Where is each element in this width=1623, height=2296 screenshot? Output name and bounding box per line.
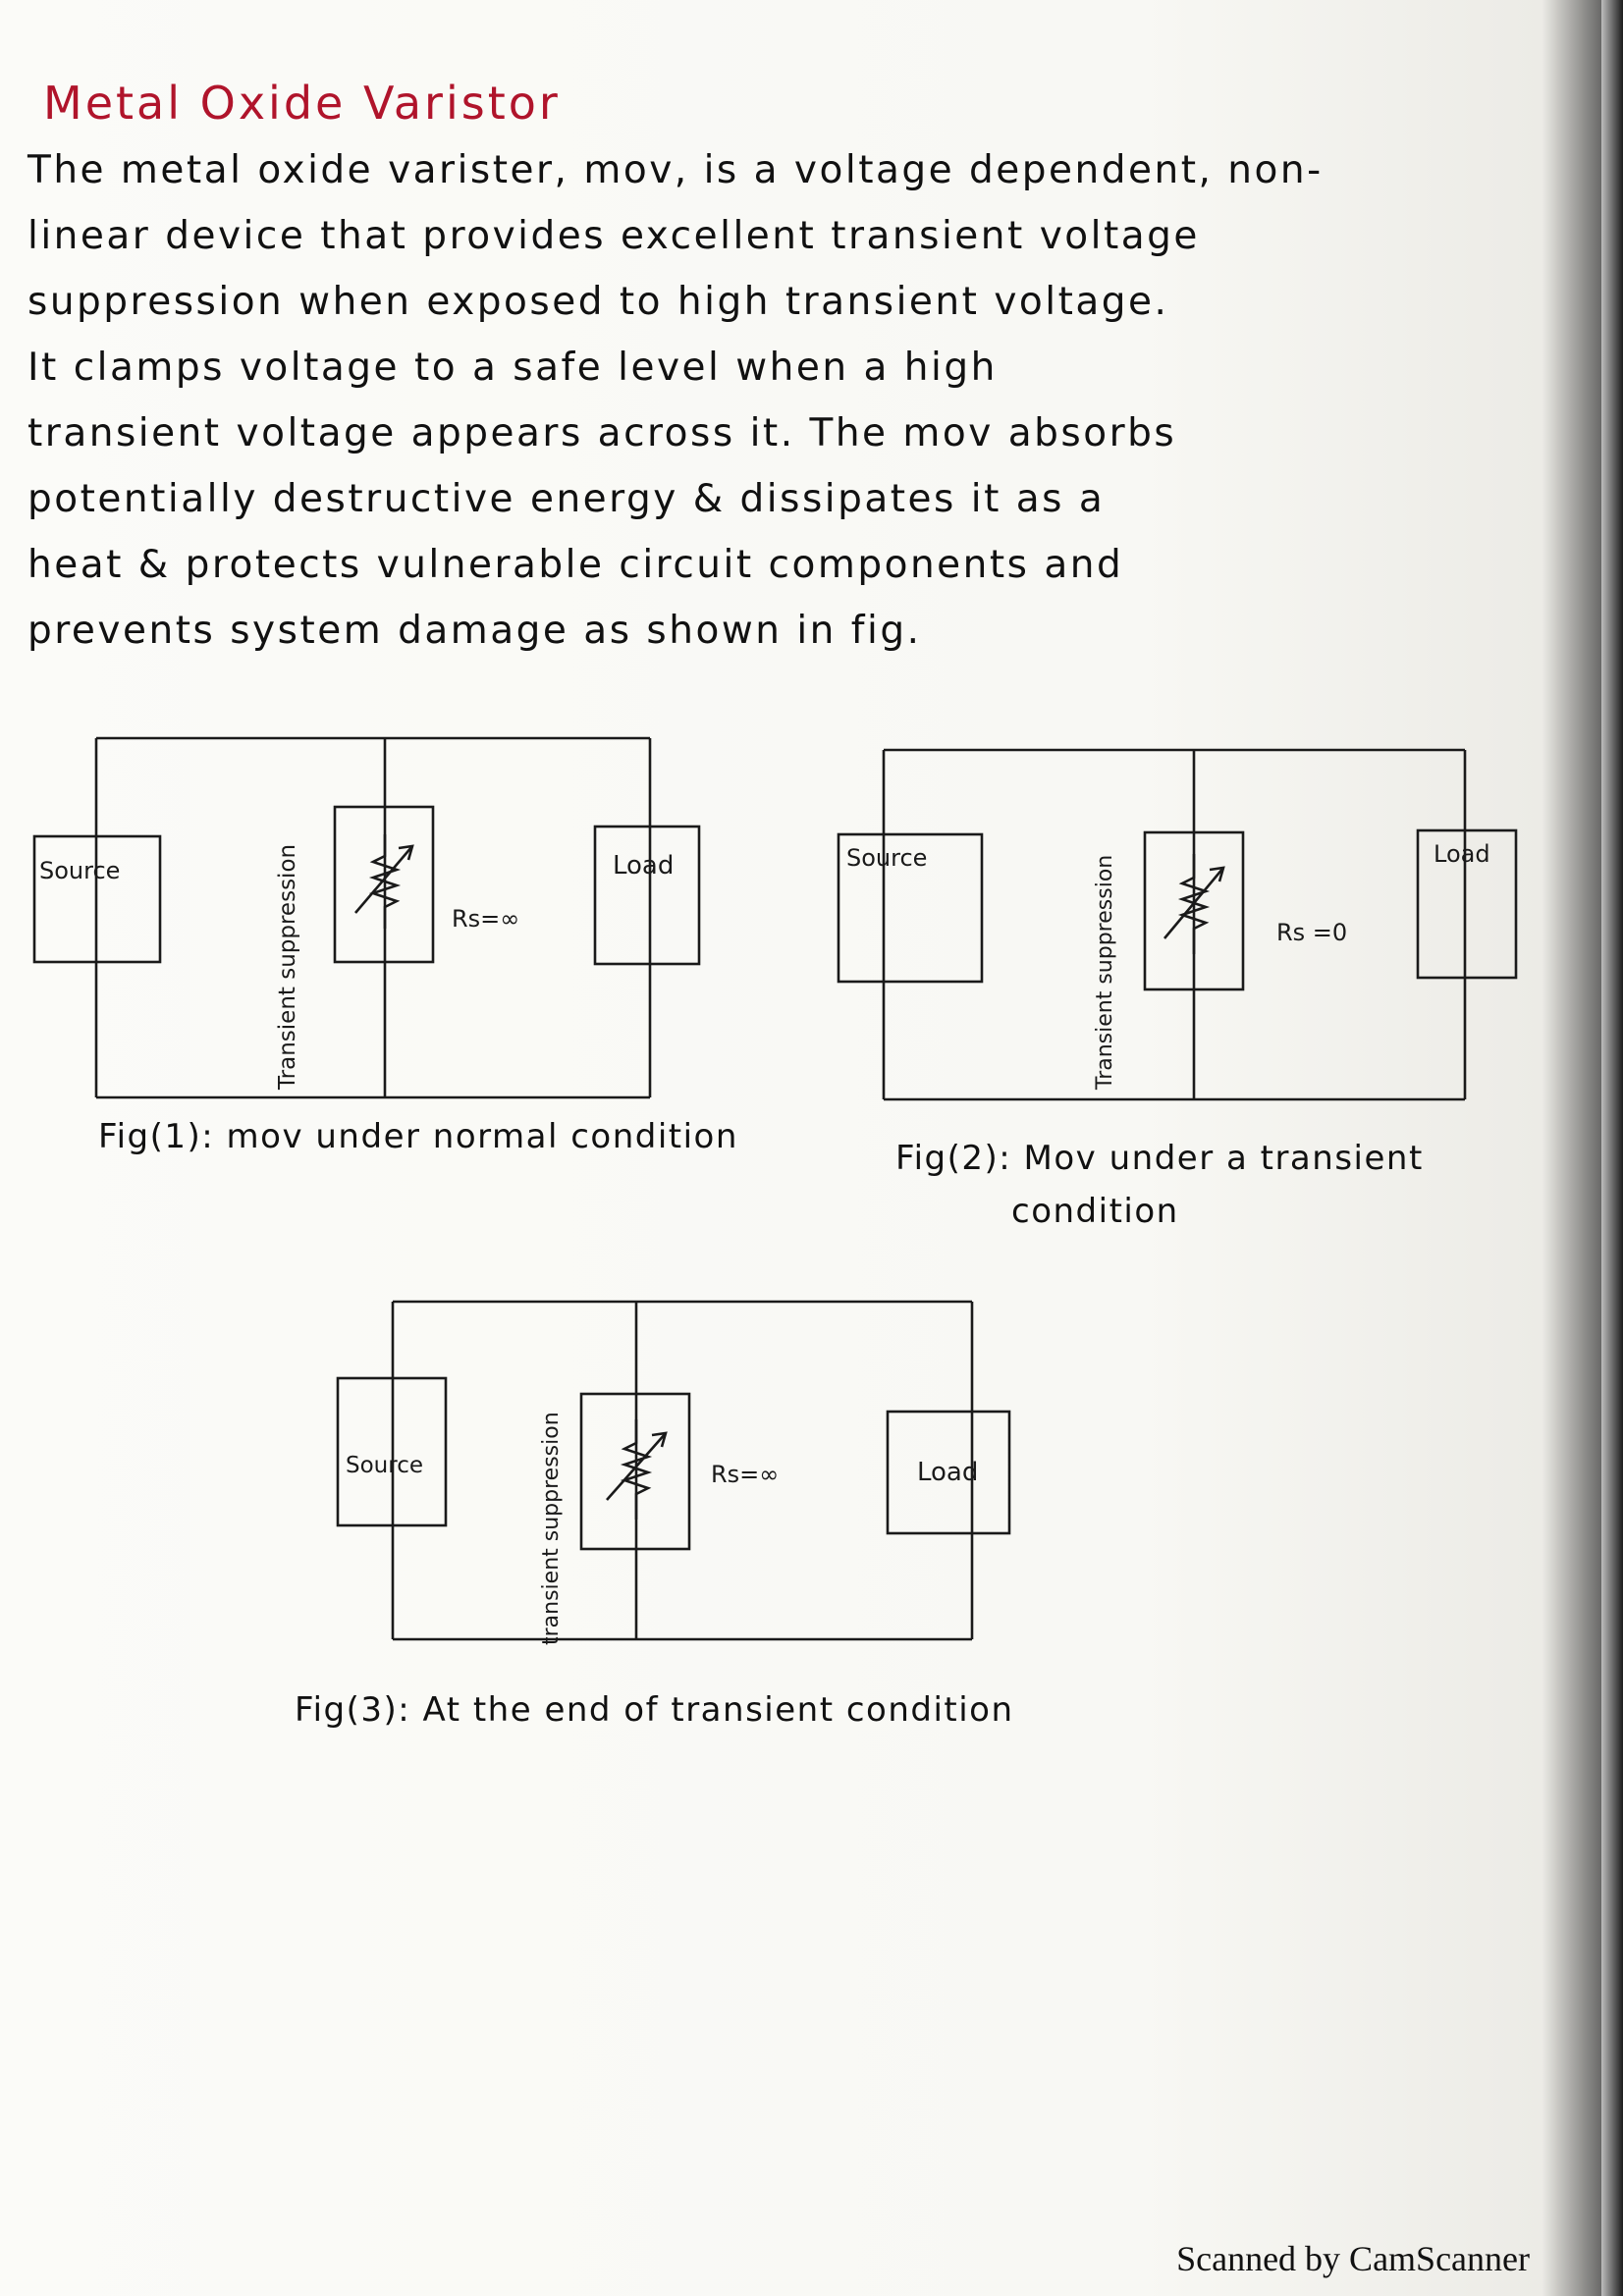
body-paragraph: The metal oxide varister, mov, is a volt… bbox=[27, 137, 1540, 664]
mov-box bbox=[1143, 830, 1245, 991]
rs-label: Rs=∞ bbox=[711, 1461, 779, 1488]
body-line: transient voltage appears across it. The… bbox=[27, 411, 1177, 455]
varistor-arrow-head bbox=[1209, 866, 1225, 882]
side-label: transient suppression bbox=[539, 1412, 564, 1645]
source-box bbox=[837, 832, 984, 984]
figure-1-caption: Fig(1): mov under normal condition bbox=[98, 1117, 738, 1156]
body-line: potentially destructive energy & dissipa… bbox=[27, 477, 1106, 521]
source-box bbox=[32, 834, 162, 964]
rs-label: Rs =0 bbox=[1276, 919, 1347, 946]
varistor-arrow bbox=[606, 1432, 667, 1501]
source-label: Source bbox=[846, 844, 927, 872]
side-label: Transient suppression bbox=[275, 844, 300, 1091]
scanner-watermark: Scanned by CamScanner bbox=[1176, 2239, 1530, 2278]
varistor-symbol bbox=[620, 1419, 653, 1520]
figure-2-circuit: Source Load Rs =0 Transient suppression bbox=[837, 748, 1518, 1101]
varistor-arrow-head bbox=[398, 844, 414, 861]
body-line: The metal oxide varister, mov, is a volt… bbox=[27, 148, 1324, 192]
figure-3-caption: Fig(3): At the end of transient conditio… bbox=[295, 1690, 1014, 1730]
source-label: Source bbox=[39, 857, 120, 884]
body-line: suppression when exposed to high transie… bbox=[27, 280, 1169, 324]
source-box bbox=[336, 1376, 448, 1527]
figure-1-circuit: Source Load Rs=∞ Transient suppression bbox=[32, 736, 701, 1099]
load-box bbox=[1416, 828, 1518, 980]
mov-box bbox=[333, 805, 435, 964]
figure-2-caption-line-2: condition bbox=[1011, 1192, 1179, 1231]
body-line: prevents system damage as shown in fig. bbox=[27, 609, 922, 653]
body-line: linear device that provides excellent tr… bbox=[27, 214, 1200, 258]
page-edge-shadow bbox=[1601, 0, 1623, 2296]
figure-3-circuit: Source Load Rs=∞ transient suppression bbox=[336, 1300, 1011, 1645]
body-line: It clamps voltage to a safe level when a… bbox=[27, 346, 998, 390]
page-title: Metal Oxide Varistor bbox=[43, 77, 561, 130]
varistor-symbol bbox=[368, 834, 402, 929]
source-label: Source bbox=[346, 1453, 423, 1478]
load-box bbox=[886, 1410, 1011, 1535]
figure-2-caption-line-1: Fig(2): Mov under a transient bbox=[895, 1139, 1424, 1178]
load-label: Load bbox=[613, 851, 674, 881]
varistor-arrow bbox=[354, 845, 413, 914]
load-label: Load bbox=[1434, 840, 1490, 868]
varistor-arrow-head bbox=[651, 1431, 668, 1448]
varistor-arrow bbox=[1163, 867, 1224, 939]
mov-box bbox=[579, 1392, 691, 1551]
body-line: heat & protects vulnerable circuit compo… bbox=[27, 543, 1124, 587]
load-box bbox=[593, 825, 701, 966]
load-label: Load bbox=[917, 1458, 978, 1487]
side-label: Transient suppression bbox=[1093, 855, 1117, 1091]
rs-label: Rs=∞ bbox=[452, 905, 519, 933]
